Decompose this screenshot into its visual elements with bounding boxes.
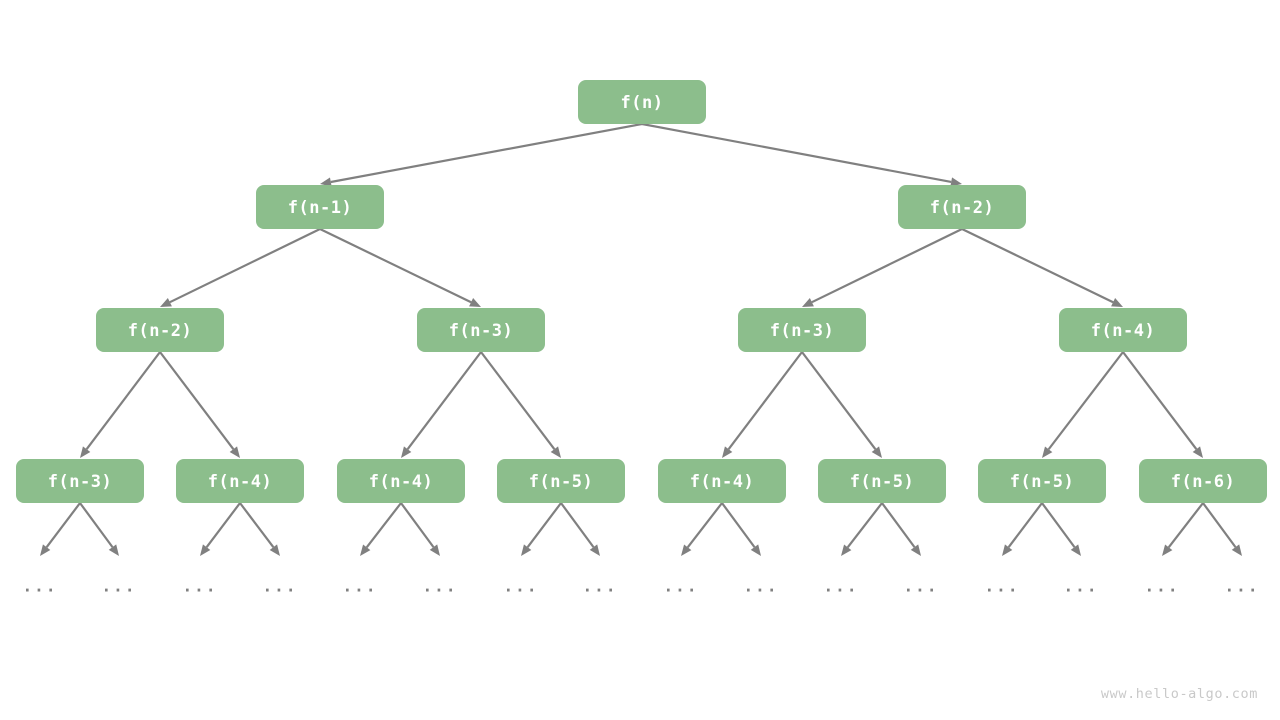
ellipsis-mark: ... [583,577,618,596]
tree-edge [1042,351,1124,458]
ellipsis-edge [521,502,562,556]
tree-node[interactable]: f(n-4) [337,459,465,503]
ellipsis-edge [721,502,761,556]
tree-edge [801,351,882,458]
ellipsis-arrows-layer [40,502,1242,556]
tree-node-label: f(n-5) [529,472,593,492]
tree-node[interactable]: f(n-5) [497,459,625,503]
tree-node-label: f(n-3) [48,472,112,492]
ellipsis-edge [239,502,280,556]
tree-edge [401,351,482,458]
ellipsis-mark: ... [23,577,58,596]
ellipsis-edge [79,502,119,556]
tree-edge [159,351,240,458]
edges-layer [80,122,1203,458]
tree-node[interactable]: f(n-2) [898,185,1026,229]
tree-node-label: f(n-4) [208,472,272,492]
tree-node-label: f(n-2) [128,321,192,341]
nodes-layer: f(n) f(n-1) f(n-2) f(n-2) f(n-3) f(n-3) f(n-4)… [16,80,1267,503]
tree-node[interactable]: f(n-4) [176,459,304,503]
ellipsis-edge [40,502,81,556]
tree-node-label: f(n-5) [850,472,914,492]
tree-node[interactable]: f(n-6) [1139,459,1267,503]
ellipsis-mark: ... [263,577,298,596]
tree-node[interactable]: f(n-3) [738,308,866,352]
ellipsis-layer: ........................................… [23,577,1260,596]
ellipsis-edge [200,502,241,556]
ellipsis-mark: ... [1225,577,1260,596]
tree-node-label: f(n-4) [690,472,754,492]
tree-node-label: f(n-3) [449,321,513,341]
tree-node-label: f(n-6) [1171,472,1235,492]
ellipsis-mark: ... [343,577,378,596]
tree-node[interactable]: f(n) [578,80,706,124]
ellipsis-mark: ... [985,577,1020,596]
ellipsis-edge [841,502,883,556]
ellipsis-edge [1162,502,1204,556]
ellipsis-mark: ... [102,577,137,596]
tree-edge [802,228,963,307]
tree-edge [80,351,161,458]
tree-edge [319,228,481,307]
tree-node[interactable]: f(n-5) [818,459,946,503]
tree-edge [1122,351,1203,458]
ellipsis-edge [360,502,402,556]
tree-node-label: f(n-2) [930,198,994,218]
tree-node-label: f(n-1) [288,198,352,218]
tree-edge [160,228,321,307]
tree-edge [320,122,643,187]
watermark: www.hello-algo.com [1100,686,1258,702]
ellipsis-edge [681,502,723,556]
tree-node[interactable]: f(n-1) [256,185,384,229]
tree-node[interactable]: f(n-2) [96,308,224,352]
ellipsis-mark: ... [824,577,859,596]
ellipsis-mark: ... [1064,577,1099,596]
ellipsis-edge [400,502,440,556]
tree-edge [961,228,1123,307]
tree-node-label: f(n-5) [1010,472,1074,492]
ellipsis-edge [560,502,600,556]
tree-node[interactable]: f(n-5) [978,459,1106,503]
ellipsis-mark: ... [904,577,939,596]
tree-node[interactable]: f(n-4) [1059,308,1187,352]
ellipsis-mark: ... [664,577,699,596]
tree-node-label: f(n) [621,93,664,113]
tree-node[interactable]: f(n-3) [417,308,545,352]
ellipsis-mark: ... [744,577,779,596]
ellipsis-edge [881,502,921,556]
tree-node-label: f(n-4) [1091,321,1155,341]
ellipsis-edge [1002,502,1043,556]
ellipsis-mark: ... [504,577,539,596]
tree-node-label: f(n-3) [770,321,834,341]
ellipsis-edge [1041,502,1081,556]
ellipsis-edge [1202,502,1242,556]
tree-node[interactable]: f(n-4) [658,459,786,503]
tree-edge [480,351,561,458]
ellipsis-mark: ... [1145,577,1180,596]
ellipsis-mark: ... [183,577,218,596]
tree-node[interactable]: f(n-3) [16,459,144,503]
ellipsis-mark: ... [423,577,458,596]
tree-edge [641,122,962,187]
tree-edge [722,351,803,458]
tree-node-label: f(n-4) [369,472,433,492]
